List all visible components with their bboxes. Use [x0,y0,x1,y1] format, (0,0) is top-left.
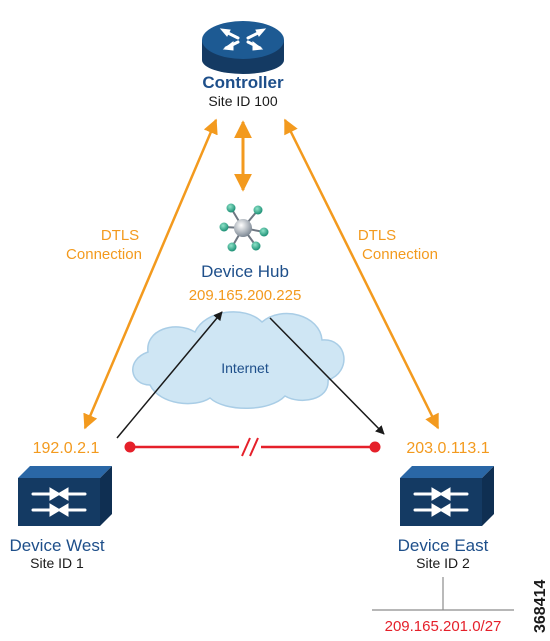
hub-name: Device Hub [201,262,289,281]
tunnel-west-hub [116,311,223,439]
controller-site-id: Site ID 100 [208,93,277,109]
west-link-endpoint [124,441,136,453]
figure-id: 368414 [532,580,549,633]
east-name: Device East [398,536,489,555]
hub-node-icon [219,203,269,252]
internet-label: Internet [221,360,269,376]
tunnel-hub-east [269,317,385,435]
dtls-left-label-2: Connection [66,246,142,263]
dtls-left-label-1: DTLS [101,227,139,244]
controller-name: Controller [202,73,284,92]
west-site-id: Site ID 1 [30,555,84,571]
east-site-id: Site ID 2 [416,555,470,571]
east-switch-icon [400,466,494,526]
west-name: Device West [9,536,104,555]
west-switch-icon [18,466,112,526]
west-ip: 192.0.2.1 [33,440,100,457]
east-subnet: 209.165.201.0/27 [385,618,502,635]
controller-router-icon [202,21,284,74]
dtls-right-label-1: DTLS [358,227,396,244]
dtls-link-west-controller [83,118,218,430]
hub-ip: 209.165.200.225 [189,287,302,304]
dtls-link-east-controller [283,118,440,430]
east-link-endpoint [369,441,381,453]
east-ip: 203.0.113.1 [406,440,489,457]
dtls-right-label-2: Connection [362,246,438,263]
link-break-icon [239,437,261,457]
